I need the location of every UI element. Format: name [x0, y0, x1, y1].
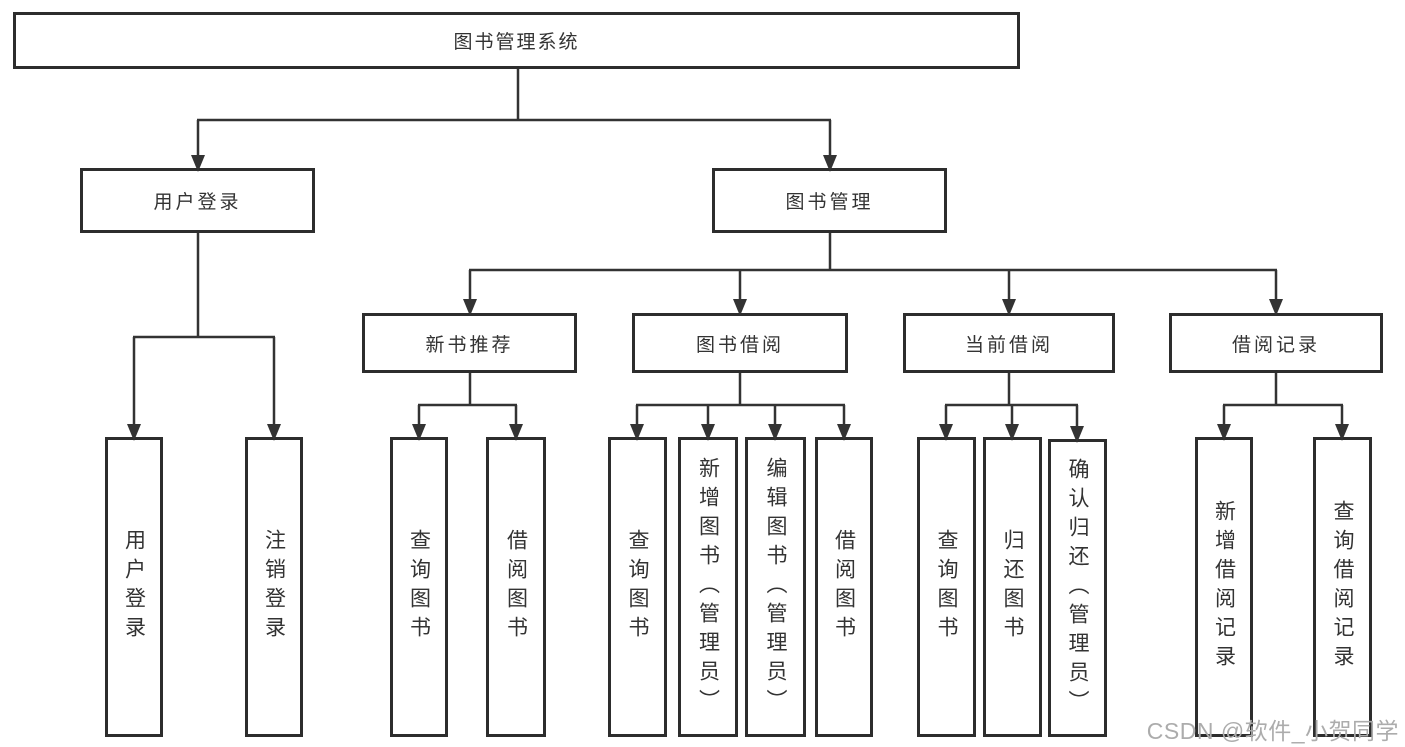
watermark: CSDN @软件_小贺同学: [1146, 718, 1399, 744]
leaf-return-books-label: 归还图书: [1001, 529, 1024, 645]
leaf-query-books-current-label: 查询图书: [935, 529, 958, 645]
node-borrow-records: 借阅记录: [1169, 313, 1383, 373]
leaf-add-borrow-record: 新增借阅记录: [1195, 437, 1253, 737]
node-new-book-recommend: 新书推荐: [362, 313, 577, 373]
leaf-query-books-current: 查询图书: [917, 437, 976, 737]
node-user-login-label: 用户登录: [153, 192, 242, 213]
node-book-borrow-label: 图书借阅: [695, 334, 784, 356]
leaf-logout: 注销登录: [245, 437, 303, 737]
leaf-query-books-borrow: 查询图书: [608, 437, 667, 737]
node-current-borrow: 当前借阅: [903, 313, 1115, 373]
leaf-return-books: 归还图书: [983, 437, 1042, 737]
leaf-query-books-borrow-label: 查询图书: [626, 529, 649, 645]
leaf-add-book-admin-label: 新增图书（管理员）: [696, 456, 720, 718]
node-book-management-label: 图书管理: [785, 192, 874, 213]
node-root-label: 图书管理系统: [453, 32, 580, 53]
leaf-logout-label: 注销登录: [262, 529, 286, 645]
leaf-query-books-recommend-label: 查询图书: [407, 529, 431, 645]
leaf-query-borrow-record: 查询借阅记录: [1313, 437, 1372, 737]
leaf-borrow-books-borrow: 借阅图书: [815, 437, 873, 737]
leaf-add-borrow-record-label: 新增借阅记录: [1212, 500, 1236, 674]
leaf-user-login-label: 用户登录: [122, 529, 146, 645]
node-book-management: 图书管理: [712, 168, 947, 233]
leaf-edit-book-admin: 编辑图书（管理员）: [745, 437, 806, 737]
node-borrow-records-label: 借阅记录: [1231, 334, 1320, 356]
node-book-borrow: 图书借阅: [632, 313, 848, 373]
leaf-add-book-admin: 新增图书（管理员）: [678, 437, 738, 737]
node-root: 图书管理系统: [13, 12, 1020, 69]
leaf-borrow-books-recommend-label: 借阅图书: [504, 529, 528, 645]
leaf-edit-book-admin-label: 编辑图书（管理员）: [764, 456, 787, 718]
node-current-borrow-label: 当前借阅: [964, 334, 1053, 356]
leaf-borrow-books-recommend: 借阅图书: [486, 437, 546, 737]
node-new-book-recommend-label: 新书推荐: [425, 334, 514, 356]
leaf-confirm-return-admin: 确认归还（管理员）: [1048, 439, 1107, 737]
leaf-query-books-recommend: 查询图书: [390, 437, 448, 737]
leaf-borrow-books-borrow-label: 借阅图书: [832, 529, 856, 645]
leaf-confirm-return-admin-label: 确认归还（管理员）: [1066, 457, 1089, 719]
leaf-query-borrow-record-label: 查询借阅记录: [1331, 500, 1354, 674]
node-user-login: 用户登录: [80, 168, 315, 233]
leaf-user-login: 用户登录: [105, 437, 163, 737]
